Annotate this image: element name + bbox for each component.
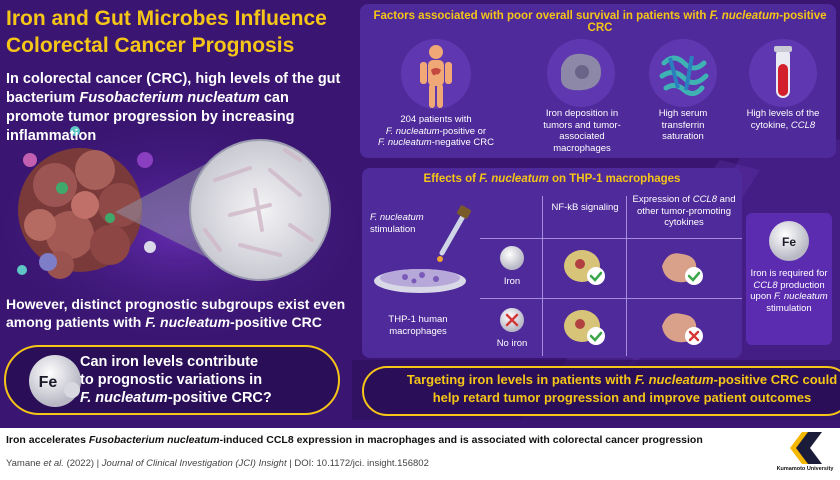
side-fe-badge: Fe [782, 235, 796, 249]
patients-bacterium-2: F. nucleatum [377, 137, 432, 148]
title-line-1: Iron and Gut Microbes Influence [6, 7, 327, 30]
subgroups-part-2: -positive CRC [230, 314, 322, 330]
conclusion-box [362, 366, 840, 416]
question-line-1: Can iron levels contribute [80, 354, 259, 370]
intro-bacterium: Fusobacterium nucleatum [79, 90, 260, 106]
footer-title-prefix: Iron accelerates [6, 434, 89, 446]
footer-paper-title: Iron accelerates Fusobacterium nucleatum… [6, 434, 703, 446]
stimulation-bacterium: F. nucleatum [370, 212, 424, 223]
cite-journal: Journal of Clinical Investigation (JCI) … [101, 458, 287, 469]
iron-sphere-icon [500, 246, 524, 270]
intro-part-2: can promote tumor progression by increas… [6, 90, 295, 144]
stimulation-rest: stimulation [370, 223, 416, 235]
cite-doi: | DOI: 10.1172/jci. insight.156802 [286, 458, 429, 469]
petri-dish-dropper-icon [374, 205, 471, 293]
university-name: Kumamoto University [776, 466, 834, 472]
cite-etal: et al. [43, 458, 64, 469]
footer-title-suffix: -induced CCL8 expression in macrophages … [219, 434, 703, 446]
patient-body-icon [401, 39, 471, 109]
patients-line-1: 204 patients with [400, 114, 472, 125]
column-header-nfkb: NF-kB signaling [551, 202, 619, 213]
intro-part-1: In colorectal cancer (CRC), high levels … [6, 71, 341, 106]
question-line-2: to prognostic variations in [80, 372, 263, 388]
subgroups-text: However, distinct prognostic subgroups e… [6, 295, 351, 331]
expression-noiron-cross-icon [662, 313, 703, 345]
question-fe-badge: Fe [39, 374, 58, 391]
column-expression-ccl8: CCL8 [692, 194, 717, 205]
grid-line-h2 [480, 298, 742, 299]
conclusion-bacterium: F. nucleatum [634, 372, 714, 387]
effects-title: Effects of F. nucleatum on THP-1 macroph… [362, 173, 742, 185]
grid-line-v2 [626, 196, 627, 356]
cytokine-name: CCL8 [790, 119, 816, 131]
effects-title-bacterium: F. nucleatum [479, 173, 549, 185]
factors-title-prefix: Factors associated with poor overall sur… [373, 10, 710, 22]
conclusion-suffix: -positive CRC could [713, 372, 838, 387]
thp1-label: THP-1 human macrophages [388, 314, 448, 337]
side-bacterium: F. nucleatum [774, 291, 828, 302]
question-line-3: F. nucleatum-positive CRC? [80, 389, 335, 407]
subgroups-bacterium: F. nucleatum [145, 314, 231, 330]
macrophage-icon [547, 39, 615, 107]
factors-title-bacterium: F. nucleatum [709, 10, 780, 22]
grid-line-v1 [542, 196, 543, 356]
row-label-no-iron: No iron [496, 338, 528, 349]
nfkb-noiron-check-icon [564, 310, 605, 345]
intro-text: In colorectal cancer (CRC), high levels … [6, 70, 346, 146]
question-text: Can iron levels contribute to prognostic… [80, 353, 335, 407]
factors-title: Factors associated with poor overall sur… [365, 10, 835, 34]
effects-title-suffix: on THP-1 macrophages [548, 173, 681, 185]
patients-line-3: F. nucleatum-negative CRC [372, 137, 500, 149]
transferrin-protein-icon [649, 39, 717, 107]
row-label-iron: Iron [503, 276, 521, 287]
patients-bacterium: F. nucleatum [385, 125, 440, 137]
iron-deposition-caption: Iron deposition in tumors and tumor-asso… [543, 108, 621, 154]
footer-title-bacterium: Fusobacterium nucleatum [88, 434, 220, 446]
side-text-2: production upon [750, 279, 825, 303]
patients-caption: 204 patients with F. nucleatum-positive … [372, 114, 500, 149]
university-logo-icon [790, 432, 822, 464]
stimulation-label: F. nucleatum stimulation [370, 212, 460, 235]
column-expression-prefix: Expression of [632, 194, 693, 205]
side-text-1: Iron is required for [750, 268, 828, 279]
question-line-3-rest: -positive CRC? [167, 390, 272, 406]
iron-required-text: Iron is required for CCL8 production upo… [748, 268, 830, 314]
blood-tube-icon [749, 39, 817, 107]
side-ccl8: CCL8 [753, 279, 778, 291]
patients-line-2: F. nucleatum-positive or [372, 126, 500, 138]
transferrin-caption: High serum transferrin saturation [658, 108, 708, 142]
cytokine-caption-prefix: High levels of the cytokine, [746, 108, 820, 131]
tumor-illustration [17, 126, 156, 279]
cite-year: (2022) | [63, 458, 102, 469]
poster: Iron and Gut Microbes Influence Colorect… [0, 0, 840, 428]
grid-line-h1 [480, 238, 742, 239]
expression-iron-check-icon [662, 253, 703, 285]
patients-line-3-rest: -negative CRC [431, 137, 494, 148]
patients-line-2-rest: -positive or [439, 125, 487, 137]
side-text-3: stimulation [766, 302, 812, 314]
question-bacterium: F. nucleatum [80, 390, 168, 406]
no-iron-icon [500, 308, 524, 332]
conclusion-prefix: Targeting iron levels in patients with [406, 372, 635, 387]
footer-citation: Yamane et al. (2022) | Journal of Clinic… [6, 458, 429, 469]
conclusion-line-1: Targeting iron levels in patients with F… [392, 371, 840, 389]
effects-title-prefix: Effects of [423, 173, 480, 185]
column-header-expression: Expression of CCL8 and other tumor-promo… [628, 194, 740, 229]
conclusion-line-2: help retard tumor progression and improv… [432, 390, 812, 405]
iron-ball-icon: Fe [29, 355, 81, 407]
side-iron-ball-icon: Fe [769, 221, 809, 261]
conclusion-text: Targeting iron levels in patients with F… [392, 371, 840, 407]
page-title: Iron and Gut Microbes Influence Colorect… [6, 5, 356, 59]
subgroups-part-1: However, distinct prognostic subgroups e… [6, 296, 346, 330]
cite-author: Yamane [6, 458, 44, 469]
title-line-2: Colorectal Cancer Prognosis [6, 34, 295, 57]
cytokine-caption: High levels of the cytokine, CCL8 [740, 108, 826, 131]
factors-title-suffix: -positive CRC [587, 10, 827, 34]
column-expression-rest: and other tumor-promoting cytokines [637, 194, 736, 228]
nfkb-iron-check-icon [564, 250, 605, 285]
